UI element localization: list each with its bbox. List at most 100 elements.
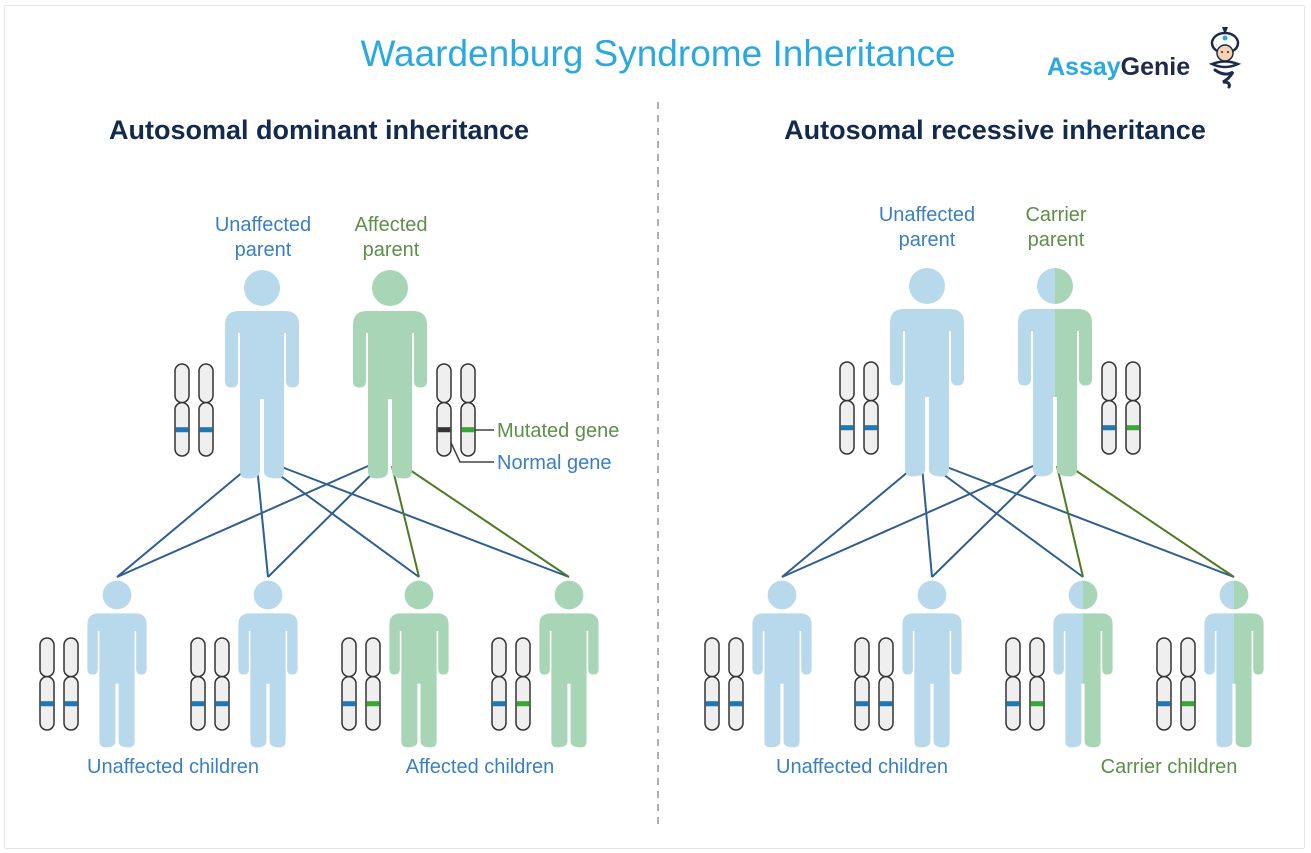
- child-group-label-unaffected-dominant: Unaffected children: [87, 756, 259, 778]
- person-head: [1055, 268, 1073, 304]
- person-head: [404, 580, 434, 610]
- chromosome-arm-upper: [704, 637, 720, 678]
- mutated-gene-band: [516, 701, 530, 707]
- connection-dominant-p1-c0: [116, 465, 369, 578]
- person-body: [225, 311, 299, 479]
- chromosome-arm-upper: [1180, 637, 1196, 678]
- chromosome: [704, 637, 720, 731]
- person-head: [1219, 580, 1234, 610]
- person-body: [353, 311, 427, 479]
- person-head: [102, 580, 132, 610]
- child-dominant-affected: [389, 580, 449, 748]
- connection-recessive-p1-c2: [1056, 465, 1084, 578]
- frame-border: [4, 5, 1305, 849]
- logo-text: AssayGenie: [1047, 53, 1190, 81]
- normal-gene-band: [199, 427, 213, 433]
- person-body: [902, 613, 962, 748]
- chromosome: [1180, 637, 1196, 731]
- connection-recessive-p1-c0: [781, 465, 1034, 578]
- chromosome: [491, 637, 507, 731]
- chromosome: [1156, 637, 1172, 731]
- chromosome-arm-upper: [863, 361, 879, 402]
- chromosome-arm-upper: [460, 363, 476, 404]
- connection-dominant-p0-c1: [256, 465, 269, 578]
- person-body: [87, 613, 147, 748]
- parent-dominant-unaffected: [225, 270, 299, 479]
- normal-gene-band: [64, 701, 78, 707]
- chromosome-arm-upper: [174, 363, 190, 404]
- person-body: [890, 309, 964, 477]
- person-body: [1053, 613, 1083, 748]
- chromosome-arm-upper: [1156, 637, 1172, 678]
- child-recessive-carrier: [1204, 580, 1264, 748]
- chromosome: [214, 637, 230, 731]
- chromosome: [1101, 361, 1117, 455]
- logo-text-genie: Genie: [1121, 53, 1191, 81]
- connection-recessive-p0-c2: [931, 465, 1084, 578]
- child-dominant-unaffected: [87, 580, 147, 748]
- chromosome-arm-upper: [878, 637, 894, 678]
- person-body: [1234, 613, 1264, 748]
- connection-recessive-p0-c1: [921, 465, 933, 578]
- parent-label-carrier: Carrier: [1025, 204, 1086, 226]
- page-title: Waardenburg Syndrome Inheritance: [360, 33, 955, 74]
- child-dominant-affected: [539, 580, 599, 748]
- legend-normal-gene: Normal gene: [497, 452, 612, 474]
- parent-label-carrier-line2: parent: [1028, 229, 1085, 251]
- normal-gene-band: [1157, 701, 1171, 707]
- person-body: [1204, 613, 1234, 748]
- chromosome-arm-upper: [198, 363, 214, 404]
- parent-dominant-affected: [353, 270, 427, 479]
- chromosome: [1005, 637, 1021, 731]
- person-body: [238, 613, 298, 748]
- chromosome: [878, 637, 894, 731]
- normal-gene-band: [40, 701, 54, 707]
- normal-gene-band: [175, 427, 189, 433]
- chromosome: [365, 637, 381, 731]
- connection-dominant-p1-c2: [391, 465, 420, 578]
- chromosome: [174, 363, 190, 457]
- person-body: [1018, 309, 1055, 477]
- chromosome-arm-upper: [515, 637, 531, 678]
- chromosome-arm-upper: [728, 637, 744, 678]
- chromosome-arm-upper: [436, 363, 452, 404]
- person-body: [752, 613, 812, 748]
- chromosome: [854, 637, 870, 731]
- parent-recessive-carrier: [1018, 268, 1092, 477]
- connection-dominant-p0-c3: [278, 465, 570, 578]
- person-head: [917, 580, 947, 610]
- normal-gene-band: [855, 701, 869, 707]
- person-body: [539, 613, 599, 748]
- child-recessive-unaffected: [902, 580, 962, 748]
- chromosome: [39, 637, 55, 731]
- parent-label-unaffected-recessive: Unaffected: [879, 204, 975, 226]
- person-head: [1068, 580, 1083, 610]
- normal-gene-band: [864, 425, 878, 431]
- chromosome: [515, 637, 531, 731]
- connection-recessive-p1-c1: [931, 465, 1046, 578]
- parent-label-unaffected-dominant-line2: parent: [235, 239, 292, 261]
- person-head: [1234, 580, 1249, 610]
- mutated-gene-band: [1030, 701, 1044, 707]
- chromosome-arm-upper: [365, 637, 381, 678]
- normal-gene-band: [1102, 425, 1116, 431]
- chromosome-arm-upper: [341, 637, 357, 678]
- child-dominant-unaffected: [238, 580, 298, 748]
- normal-gene-band: [437, 427, 451, 433]
- normal-gene-band: [191, 701, 205, 707]
- person-head: [1037, 268, 1055, 304]
- person-body: [1083, 613, 1113, 748]
- child-group-label-carrier: Carrier children: [1101, 756, 1238, 778]
- person-head: [909, 268, 945, 304]
- person-head: [767, 580, 797, 610]
- chromosome: [190, 637, 206, 731]
- normal-gene-band: [705, 701, 719, 707]
- child-group-label-affected: Affected children: [406, 756, 555, 778]
- chromosome-arm-upper: [214, 637, 230, 678]
- chromosome-arm-upper: [1101, 361, 1117, 402]
- child-recessive-carrier: [1053, 580, 1113, 748]
- chromosome-arm-upper: [491, 637, 507, 678]
- connection-dominant-p0-c2: [266, 465, 420, 578]
- chromosome: [1029, 637, 1045, 731]
- mutated-gene-band: [1126, 425, 1140, 431]
